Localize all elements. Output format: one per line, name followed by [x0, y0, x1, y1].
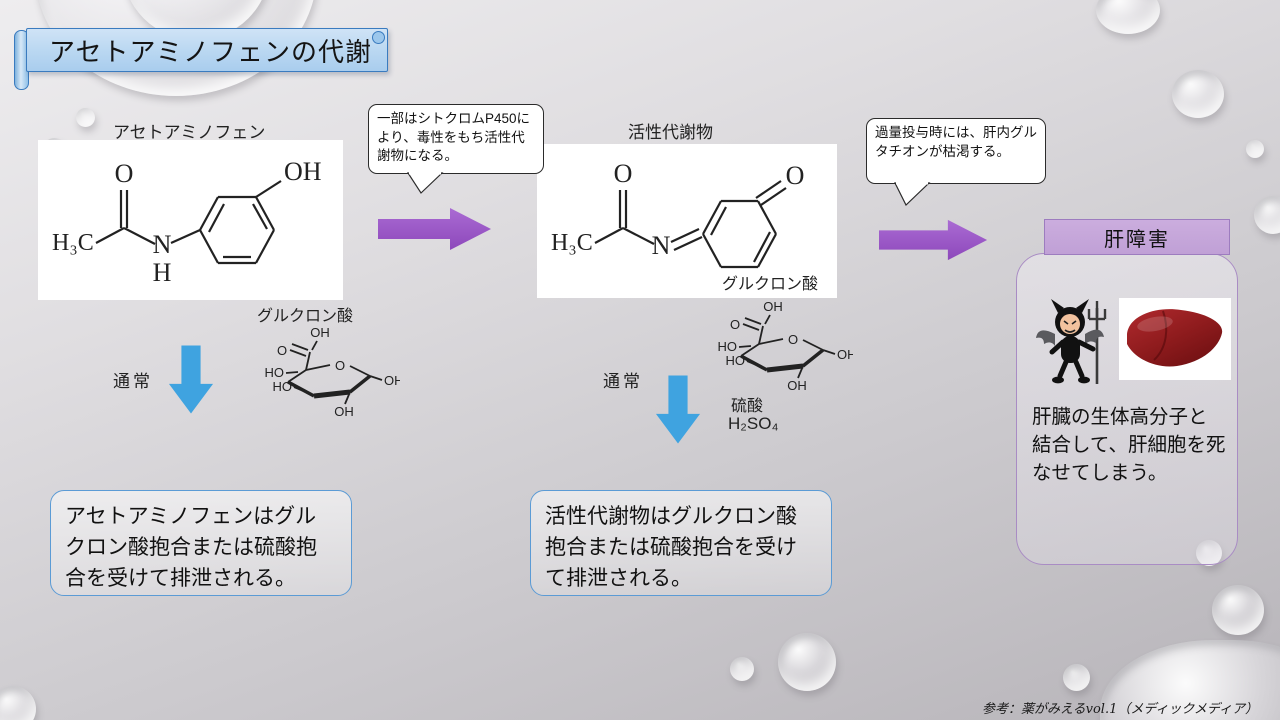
title-banner: アセトアミノフェンの代謝 — [14, 18, 388, 90]
atom-oh: OH — [763, 299, 783, 314]
acetaminophen-excretion-text: アセトアミノフェンはグルクロン酸抱合または硫酸抱合を受けて排泄される。 — [65, 505, 317, 590]
callout-p450: 一部はシトクロムP450により、毒性をもち活性代謝物になる。 — [368, 104, 544, 174]
liver-damage-panel: 肝臓の生体高分子と結合して、肝細胞を死なせてしまう。 — [1016, 253, 1238, 565]
acetaminophen-excretion-box: アセトアミノフェンはグルクロン酸抱合または硫酸抱合を受けて排泄される。 — [50, 490, 352, 596]
metabolism-arrow-right-2 — [879, 219, 988, 261]
atom-ho: HO — [718, 339, 738, 354]
sulfate-formula: H₂SO₄ — [728, 414, 779, 433]
glucuronic-acid-label-left: グルクロン酸 — [257, 308, 354, 325]
callout-p450-tail — [406, 172, 444, 194]
atom-ho: HO — [273, 379, 293, 394]
callout-glutathione-tail — [894, 182, 931, 206]
atom-oh: OH — [310, 325, 330, 340]
callout-p450-text: 一部はシトクロムP450により、毒性をもち活性代謝物になる。 — [377, 111, 531, 164]
normal-arrow-down-mid — [655, 375, 701, 444]
atom-o: O — [277, 343, 287, 358]
glucuronic-acid-structure-left: OH O HO HO O OH OH — [265, 325, 401, 419]
liver-damage-detail-text: 肝臓の生体高分子と結合して、肝細胞を死なせてしまう。 — [1032, 406, 1226, 484]
atom-oh: OH — [334, 404, 354, 419]
sulfate-label: 硫酸 — [731, 398, 764, 415]
atom-h3c: H₃C — [52, 230, 94, 256]
page-title: アセトアミノフェンの代謝 — [49, 36, 372, 67]
atom-o: O — [335, 358, 345, 373]
atom-oh: OH — [284, 157, 322, 186]
active-metabolite-structure: H₃C O N O — [537, 144, 837, 298]
liver-damage-header-text: 肝障害 — [1104, 228, 1170, 251]
active-metabolite-structure-drawing: H₃C O N O — [551, 159, 805, 269]
liver-image-card — [1119, 298, 1231, 380]
callout-glutathione: 過量投与時には、肝内グルタチオンが枯渇する。 — [866, 118, 1046, 184]
reference-citation: 参考：薬がみえるvol.1（メディックメディア） — [982, 702, 1259, 717]
water-droplet — [1212, 585, 1264, 635]
atom-o: O — [730, 317, 740, 332]
atom-h3c: H₃C — [551, 230, 593, 256]
normal-arrow-down-left — [168, 345, 214, 414]
water-droplet — [730, 657, 754, 681]
active-metabolite-label: 活性代謝物 — [628, 123, 713, 142]
atom-oh: OH — [787, 378, 807, 393]
devil-illustration — [1036, 299, 1107, 384]
atom-ho: HO — [265, 365, 285, 380]
callout-glutathione-text: 過量投与時には、肝内グルタチオンが枯渇する。 — [875, 125, 1037, 159]
liver-illustration — [1127, 309, 1223, 367]
normal-label-left: 通常 — [113, 372, 153, 391]
metabolism-arrow-right-1 — [378, 208, 491, 250]
metabolite-excretion-text: 活性代謝物はグルクロン酸抱合または硫酸抱合を受けて排泄される。 — [545, 505, 797, 590]
acetaminophen-label: アセトアミノフェン — [113, 123, 266, 142]
acetaminophen-structure: H₃C O N H OH — [38, 140, 343, 300]
atom-o: O — [614, 159, 633, 188]
title-banner-box: アセトアミノフェンの代謝 — [26, 28, 388, 72]
normal-label-mid: 通常 — [603, 372, 643, 391]
atom-o: O — [786, 161, 805, 190]
atom-oh: OH — [837, 347, 853, 362]
liver-damage-header: 肝障害 — [1044, 219, 1230, 255]
water-droplet — [1063, 664, 1090, 691]
atom-ho: HO — [726, 353, 746, 368]
water-droplet — [76, 108, 95, 127]
water-droplet — [1096, 0, 1160, 34]
atom-o: O — [115, 159, 134, 188]
atom-oh: OH — [384, 373, 400, 388]
water-droplet — [778, 633, 836, 691]
metabolite-excretion-box: 活性代謝物はグルクロン酸抱合または硫酸抱合を受けて排泄される。 — [530, 490, 832, 596]
acetaminophen-structure-drawing: H₃C O N H OH — [52, 157, 322, 287]
water-droplet — [1172, 70, 1224, 118]
atom-o: O — [788, 332, 798, 347]
glucuronic-acid-structure-mid: OH O HO HO O OH OH — [718, 299, 854, 393]
title-banner-scroll-tab — [372, 31, 385, 44]
atom-h: H — [153, 258, 172, 287]
water-droplet — [1246, 140, 1264, 158]
atom-n: N — [652, 231, 671, 260]
water-droplet — [1254, 196, 1280, 234]
glucuronic-acid-label-mid: グルクロン酸 — [722, 276, 819, 293]
atom-n: N — [153, 230, 172, 259]
water-droplet — [0, 686, 36, 720]
